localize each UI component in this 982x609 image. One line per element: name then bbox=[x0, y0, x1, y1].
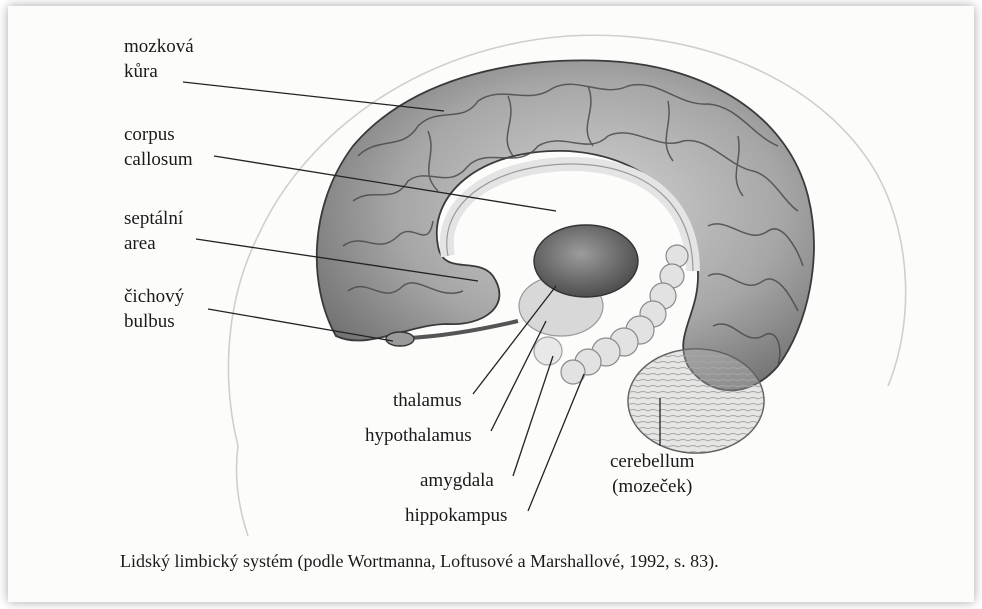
label-cerebellum-line2: (mozeček) bbox=[610, 474, 694, 499]
label-cortex: mozková kůra bbox=[124, 34, 194, 84]
label-corpus-callosum: corpus callosum bbox=[124, 122, 193, 172]
leader-cortex bbox=[183, 82, 444, 111]
thalamus bbox=[534, 225, 638, 297]
label-cortex-line2: kůra bbox=[124, 59, 194, 84]
label-septal-area: septální area bbox=[124, 206, 183, 256]
leader-hypothalamus bbox=[491, 321, 546, 431]
olfactory-bulb bbox=[386, 332, 414, 346]
label-cerebellum-line1: cerebellum bbox=[610, 449, 694, 474]
leader-hippocampus bbox=[528, 374, 584, 511]
label-septal-line1: septální bbox=[124, 206, 183, 231]
label-olfactory-bulb: čichový bulbus bbox=[124, 284, 184, 334]
label-cortex-line1: mozková bbox=[124, 34, 194, 59]
amygdala bbox=[534, 337, 562, 365]
label-septal-line2: area bbox=[124, 231, 183, 256]
label-olfactory-line2: bulbus bbox=[124, 309, 184, 334]
label-amygdala: amygdala bbox=[420, 468, 494, 493]
label-hippocampus: hippokampus bbox=[405, 503, 507, 528]
label-cerebellum: cerebellum (mozeček) bbox=[610, 449, 694, 499]
label-hypothalamus: hypothalamus bbox=[365, 423, 472, 448]
label-olfactory-line1: čichový bbox=[124, 284, 184, 309]
label-corpus-line2: callosum bbox=[124, 147, 193, 172]
face-outline bbox=[236, 446, 248, 536]
label-thalamus: thalamus bbox=[393, 388, 462, 413]
figure-frame: mozková kůra corpus callosum septální ar… bbox=[8, 6, 974, 602]
figure-caption: Lidský limbický systém (podle Wortmanna,… bbox=[120, 551, 719, 572]
label-corpus-line1: corpus bbox=[124, 122, 193, 147]
